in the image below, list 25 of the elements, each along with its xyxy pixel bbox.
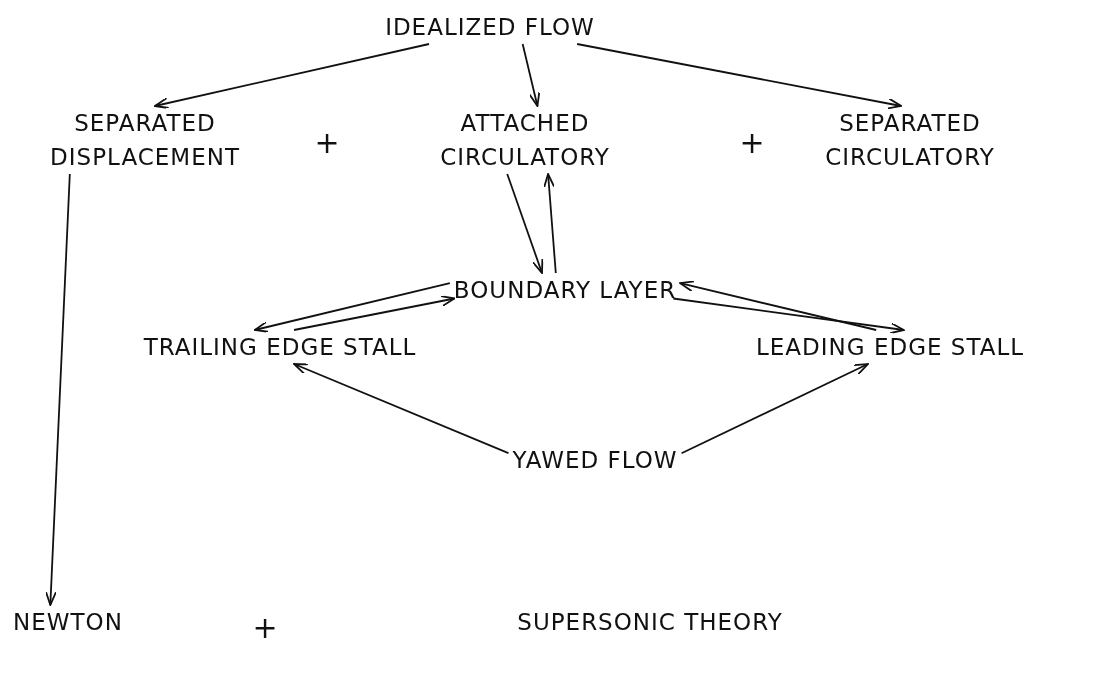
plus-sign: +: [739, 128, 765, 158]
arrow: [679, 280, 878, 331]
arrow: [672, 297, 905, 335]
arrow: [293, 295, 456, 331]
node-label: IDEALIZED FLOW: [381, 10, 599, 44]
node-label: SUPERSONIC THEORY: [513, 605, 787, 639]
node-label: BOUNDARY LAYER: [449, 273, 681, 307]
plus-sign: +: [314, 128, 340, 158]
node-label: SEPARATED DISPLACEMENT: [46, 106, 244, 174]
arrow: [506, 173, 544, 274]
node-label: YAWED FLOW: [508, 443, 682, 477]
arrow: [293, 363, 510, 455]
arrow: [576, 43, 902, 110]
arrow: [253, 282, 451, 333]
node-label: SEPARATED CIRCULATORY: [821, 106, 999, 174]
node-label: NEWTON: [9, 605, 127, 639]
arrow: [680, 363, 869, 455]
arrow: [543, 173, 557, 274]
node-label: TRAILING EDGE STALL: [139, 330, 421, 364]
arrow: [521, 43, 541, 107]
node-label: ATTACHED CIRCULATORY: [436, 106, 614, 174]
arrow: [154, 43, 430, 109]
arrow: [45, 173, 71, 606]
node-label: LEADING EDGE STALL: [752, 330, 1028, 364]
plus-sign: +: [252, 613, 278, 643]
